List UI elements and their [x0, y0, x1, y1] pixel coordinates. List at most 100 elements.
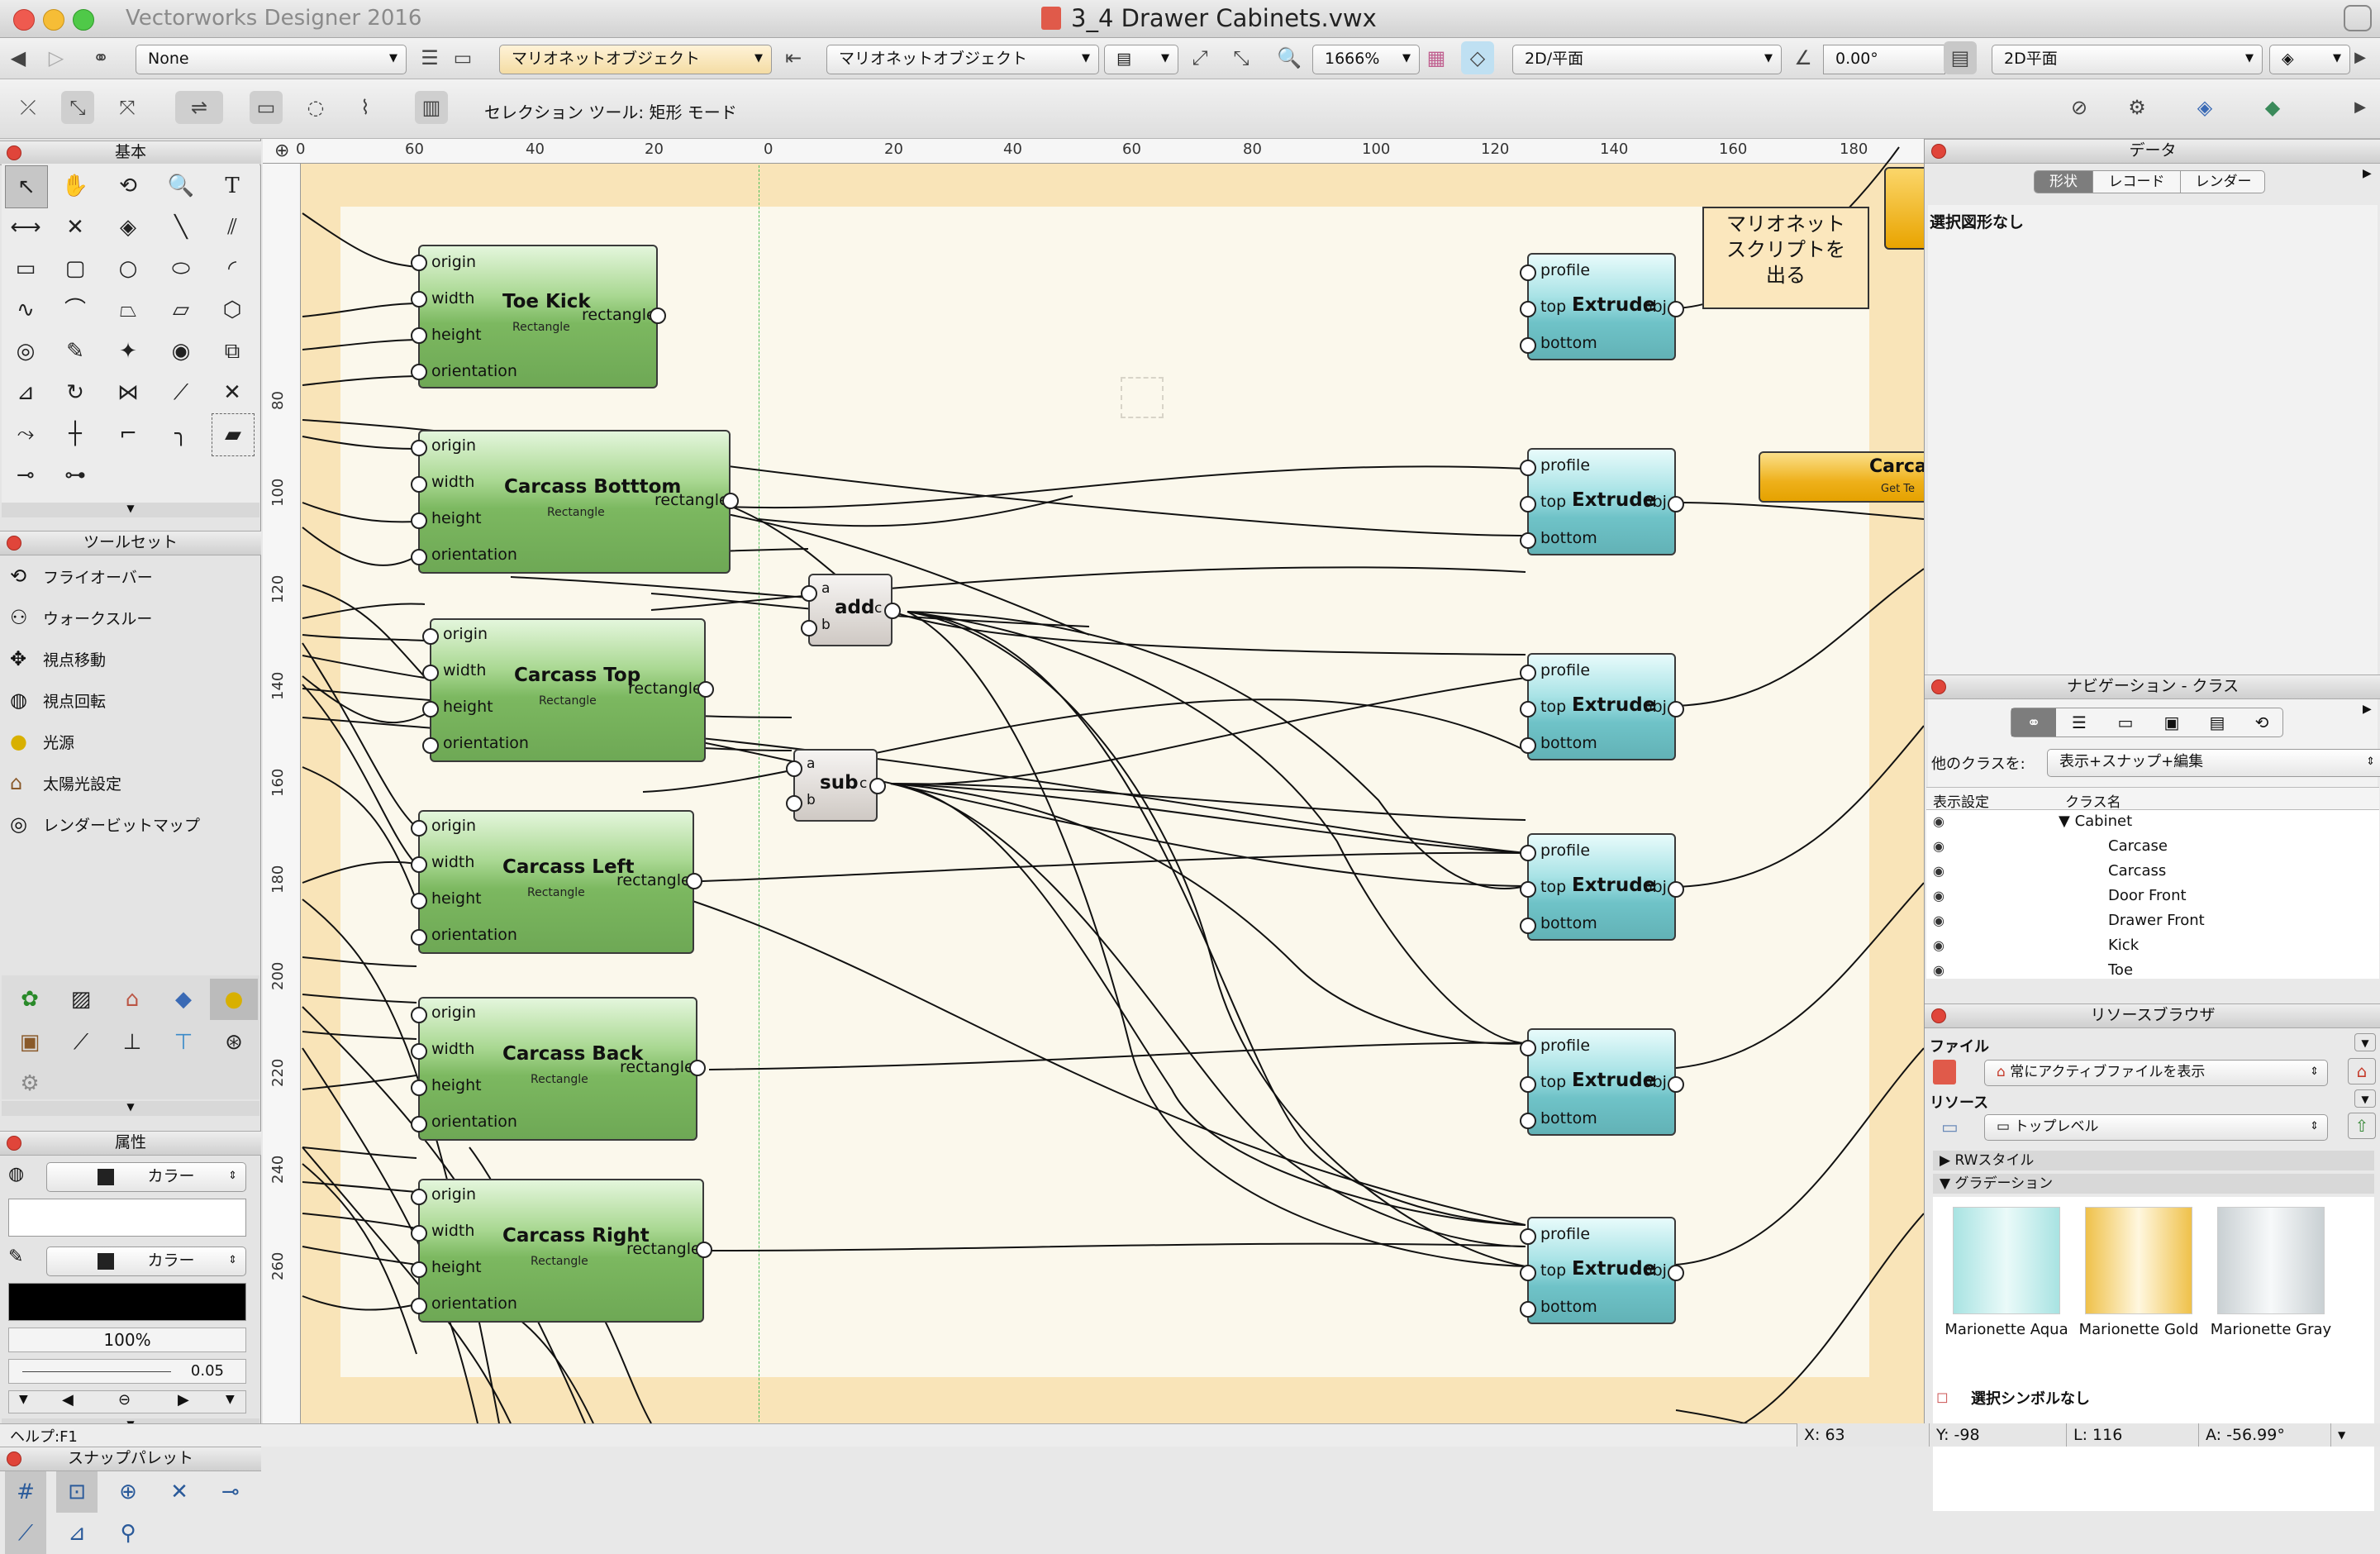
carcass-back-node[interactable]: origin width height orientation Carcass …	[411, 997, 706, 1141]
close-palette-button[interactable]	[7, 536, 21, 551]
close-palette-button[interactable]	[7, 1136, 21, 1151]
output-port[interactable]	[1668, 1076, 1684, 1093]
regular-polygon-tool-icon[interactable]: ⬡	[222, 298, 242, 322]
connect-tool-icon[interactable]: ┼	[69, 422, 82, 446]
line-tool-icon[interactable]: ╲	[174, 215, 188, 240]
detailing-icon[interactable]: ⟋	[73, 1030, 89, 1055]
tab-shape[interactable]: 形状	[2035, 171, 2092, 193]
pen-preview[interactable]	[8, 1283, 246, 1321]
input-port[interactable]	[801, 620, 817, 636]
lasso-mode-icon[interactable]: ◌	[307, 96, 325, 119]
zoom-select[interactable]: 1666%▼	[1312, 45, 1420, 74]
end-arrow-select[interactable]: ▼	[226, 1393, 235, 1406]
output-port[interactable]	[1668, 701, 1684, 717]
sub-node[interactable]: a b sub c	[786, 749, 886, 822]
input-port[interactable]	[411, 1261, 427, 1278]
zoom-icon[interactable]: 🔍	[1277, 46, 1302, 69]
tape-measure-tool-icon[interactable]: ⊿	[17, 380, 35, 405]
offset-tool-icon[interactable]: ⤳	[17, 422, 35, 446]
class-select[interactable]: None▼	[136, 45, 407, 74]
back-icon[interactable]: ◀	[10, 46, 26, 69]
snap-loupe-icon[interactable]: ⊘	[2070, 96, 2088, 119]
render-mode-icon[interactable]: ▤	[1944, 41, 1977, 74]
snap-grid-icon[interactable]: #	[5, 1471, 46, 1513]
input-port[interactable]	[1520, 1301, 1536, 1318]
eye-icon[interactable]: ◉	[1933, 937, 1944, 953]
end-arrowhead-icon[interactable]: ▶	[178, 1391, 189, 1409]
extrude-node[interactable]: profile top bottom Extrude obj	[1520, 1217, 1684, 1324]
input-port[interactable]	[411, 291, 427, 307]
data-menu-icon[interactable]: ▶	[2363, 167, 2372, 180]
output-port[interactable]	[650, 307, 666, 324]
clip-tool-icon[interactable]: ⧉	[224, 339, 240, 364]
furniture-icon[interactable]: ▣	[19, 1030, 40, 1055]
class-tree-root[interactable]: ▼ Cabinet	[2059, 813, 2133, 830]
carcass-top-node[interactable]: origin width height orientation Carcass …	[422, 618, 714, 762]
rounded-rectangle-tool-icon[interactable]: ▢	[64, 256, 86, 281]
snap-edge-icon[interactable]: ⚲	[120, 1521, 136, 1546]
input-port[interactable]	[1520, 1076, 1536, 1093]
tab-render[interactable]: レンダー	[2180, 171, 2266, 193]
output-port[interactable]	[689, 1060, 706, 1076]
zoom-page-icon[interactable]: ⤡	[1233, 46, 1250, 69]
folder-row[interactable]: ▶ RWスタイル	[1933, 1151, 2374, 1170]
nav-menu-icon[interactable]: ▶	[2363, 703, 2372, 716]
column-visibility[interactable]: 表示設定	[1933, 794, 1989, 811]
screen-plane-icon[interactable]: ◇	[1461, 41, 1494, 74]
single-scaling-icon[interactable]: ⤡	[61, 91, 94, 124]
input-port[interactable]	[1520, 301, 1536, 317]
layer-options-icon[interactable]: ▭	[453, 46, 473, 69]
resource-folder-select[interactable]: ▭ トップレベル⇕	[1984, 1114, 2328, 1141]
machine-design-icon[interactable]: ⊥	[122, 1030, 142, 1055]
input-port[interactable]	[1520, 845, 1536, 861]
snap-angle-icon[interactable]: ⊕	[119, 1480, 137, 1504]
link-icon[interactable]: ⊖	[118, 1391, 131, 1409]
close-palette-button[interactable]	[7, 145, 21, 160]
eye-icon[interactable]: ◉	[1933, 888, 1944, 903]
close-palette-button[interactable]	[1931, 1008, 1946, 1023]
input-port[interactable]	[411, 1116, 427, 1132]
pen-style-select[interactable]: カラー⇕	[46, 1247, 246, 1276]
cameras-icon[interactable]: ⊛	[225, 1030, 243, 1055]
eye-icon[interactable]: ◉	[1933, 962, 1944, 978]
eye-icon[interactable]: ◉	[1933, 838, 1944, 854]
mirror-tool-icon[interactable]: ⋈	[117, 380, 139, 405]
locus-tool-icon[interactable]: ✕	[66, 215, 84, 240]
toolset-item[interactable]: ⚇ウォークスルー	[10, 598, 152, 636]
circle-tool-icon[interactable]: ○	[118, 256, 138, 281]
spiral-tool-icon[interactable]: ◎	[16, 339, 36, 364]
input-port[interactable]	[1520, 337, 1536, 354]
input-port[interactable]	[422, 665, 439, 681]
freehand-tool-icon[interactable]: ∿	[17, 298, 35, 322]
input-port[interactable]	[411, 893, 427, 909]
status-menu[interactable]: ▼	[2330, 1423, 2380, 1447]
zoom-fit-icon[interactable]: ⤢	[1192, 46, 1208, 69]
layer-select[interactable]: マリオネットオブジェクト▼	[499, 45, 772, 74]
layers-tab-icon[interactable]: ☰	[2072, 713, 2087, 732]
fill-preview[interactable]	[8, 1199, 246, 1237]
attribute-mapping-icon[interactable]: ◈	[120, 215, 136, 240]
input-port[interactable]	[411, 929, 427, 946]
custom-tools-icon[interactable]: ⚙	[20, 1071, 40, 1096]
input-port[interactable]	[411, 1225, 427, 1242]
selection-tool-icon[interactable]: ↖	[5, 165, 48, 208]
output-port[interactable]	[1668, 881, 1684, 898]
multi-scaling-icon[interactable]: ⤧	[119, 96, 136, 119]
file-menu-button[interactable]: ▼	[2354, 1033, 2376, 1051]
toe-kick-node[interactable]: origin width height orientation Toe Kick…	[411, 245, 666, 388]
close-palette-button[interactable]	[7, 1452, 21, 1466]
toolset-item[interactable]: ⟲フライオーバー	[10, 557, 153, 595]
snap-object-icon[interactable]: ⊡	[56, 1471, 98, 1513]
double-line-tool-icon[interactable]: ⫽	[227, 215, 237, 240]
visualization-icon[interactable]: ●	[210, 979, 258, 1020]
input-port[interactable]	[411, 512, 427, 529]
plane-icon[interactable]: ▦	[1426, 46, 1446, 69]
output-port[interactable]	[1668, 1265, 1684, 1281]
magic-wand-tool-icon[interactable]: ✦	[119, 339, 137, 364]
input-port[interactable]	[411, 1007, 427, 1023]
start-arrow-select[interactable]: ▼	[19, 1393, 28, 1406]
overflow-icon[interactable]: ▶	[2354, 98, 2366, 116]
column-class-name[interactable]: クラス名	[2065, 794, 2121, 811]
projection-select[interactable]: ◈▼	[2269, 45, 2350, 74]
eye-icon[interactable]: ◉	[1933, 813, 1944, 829]
